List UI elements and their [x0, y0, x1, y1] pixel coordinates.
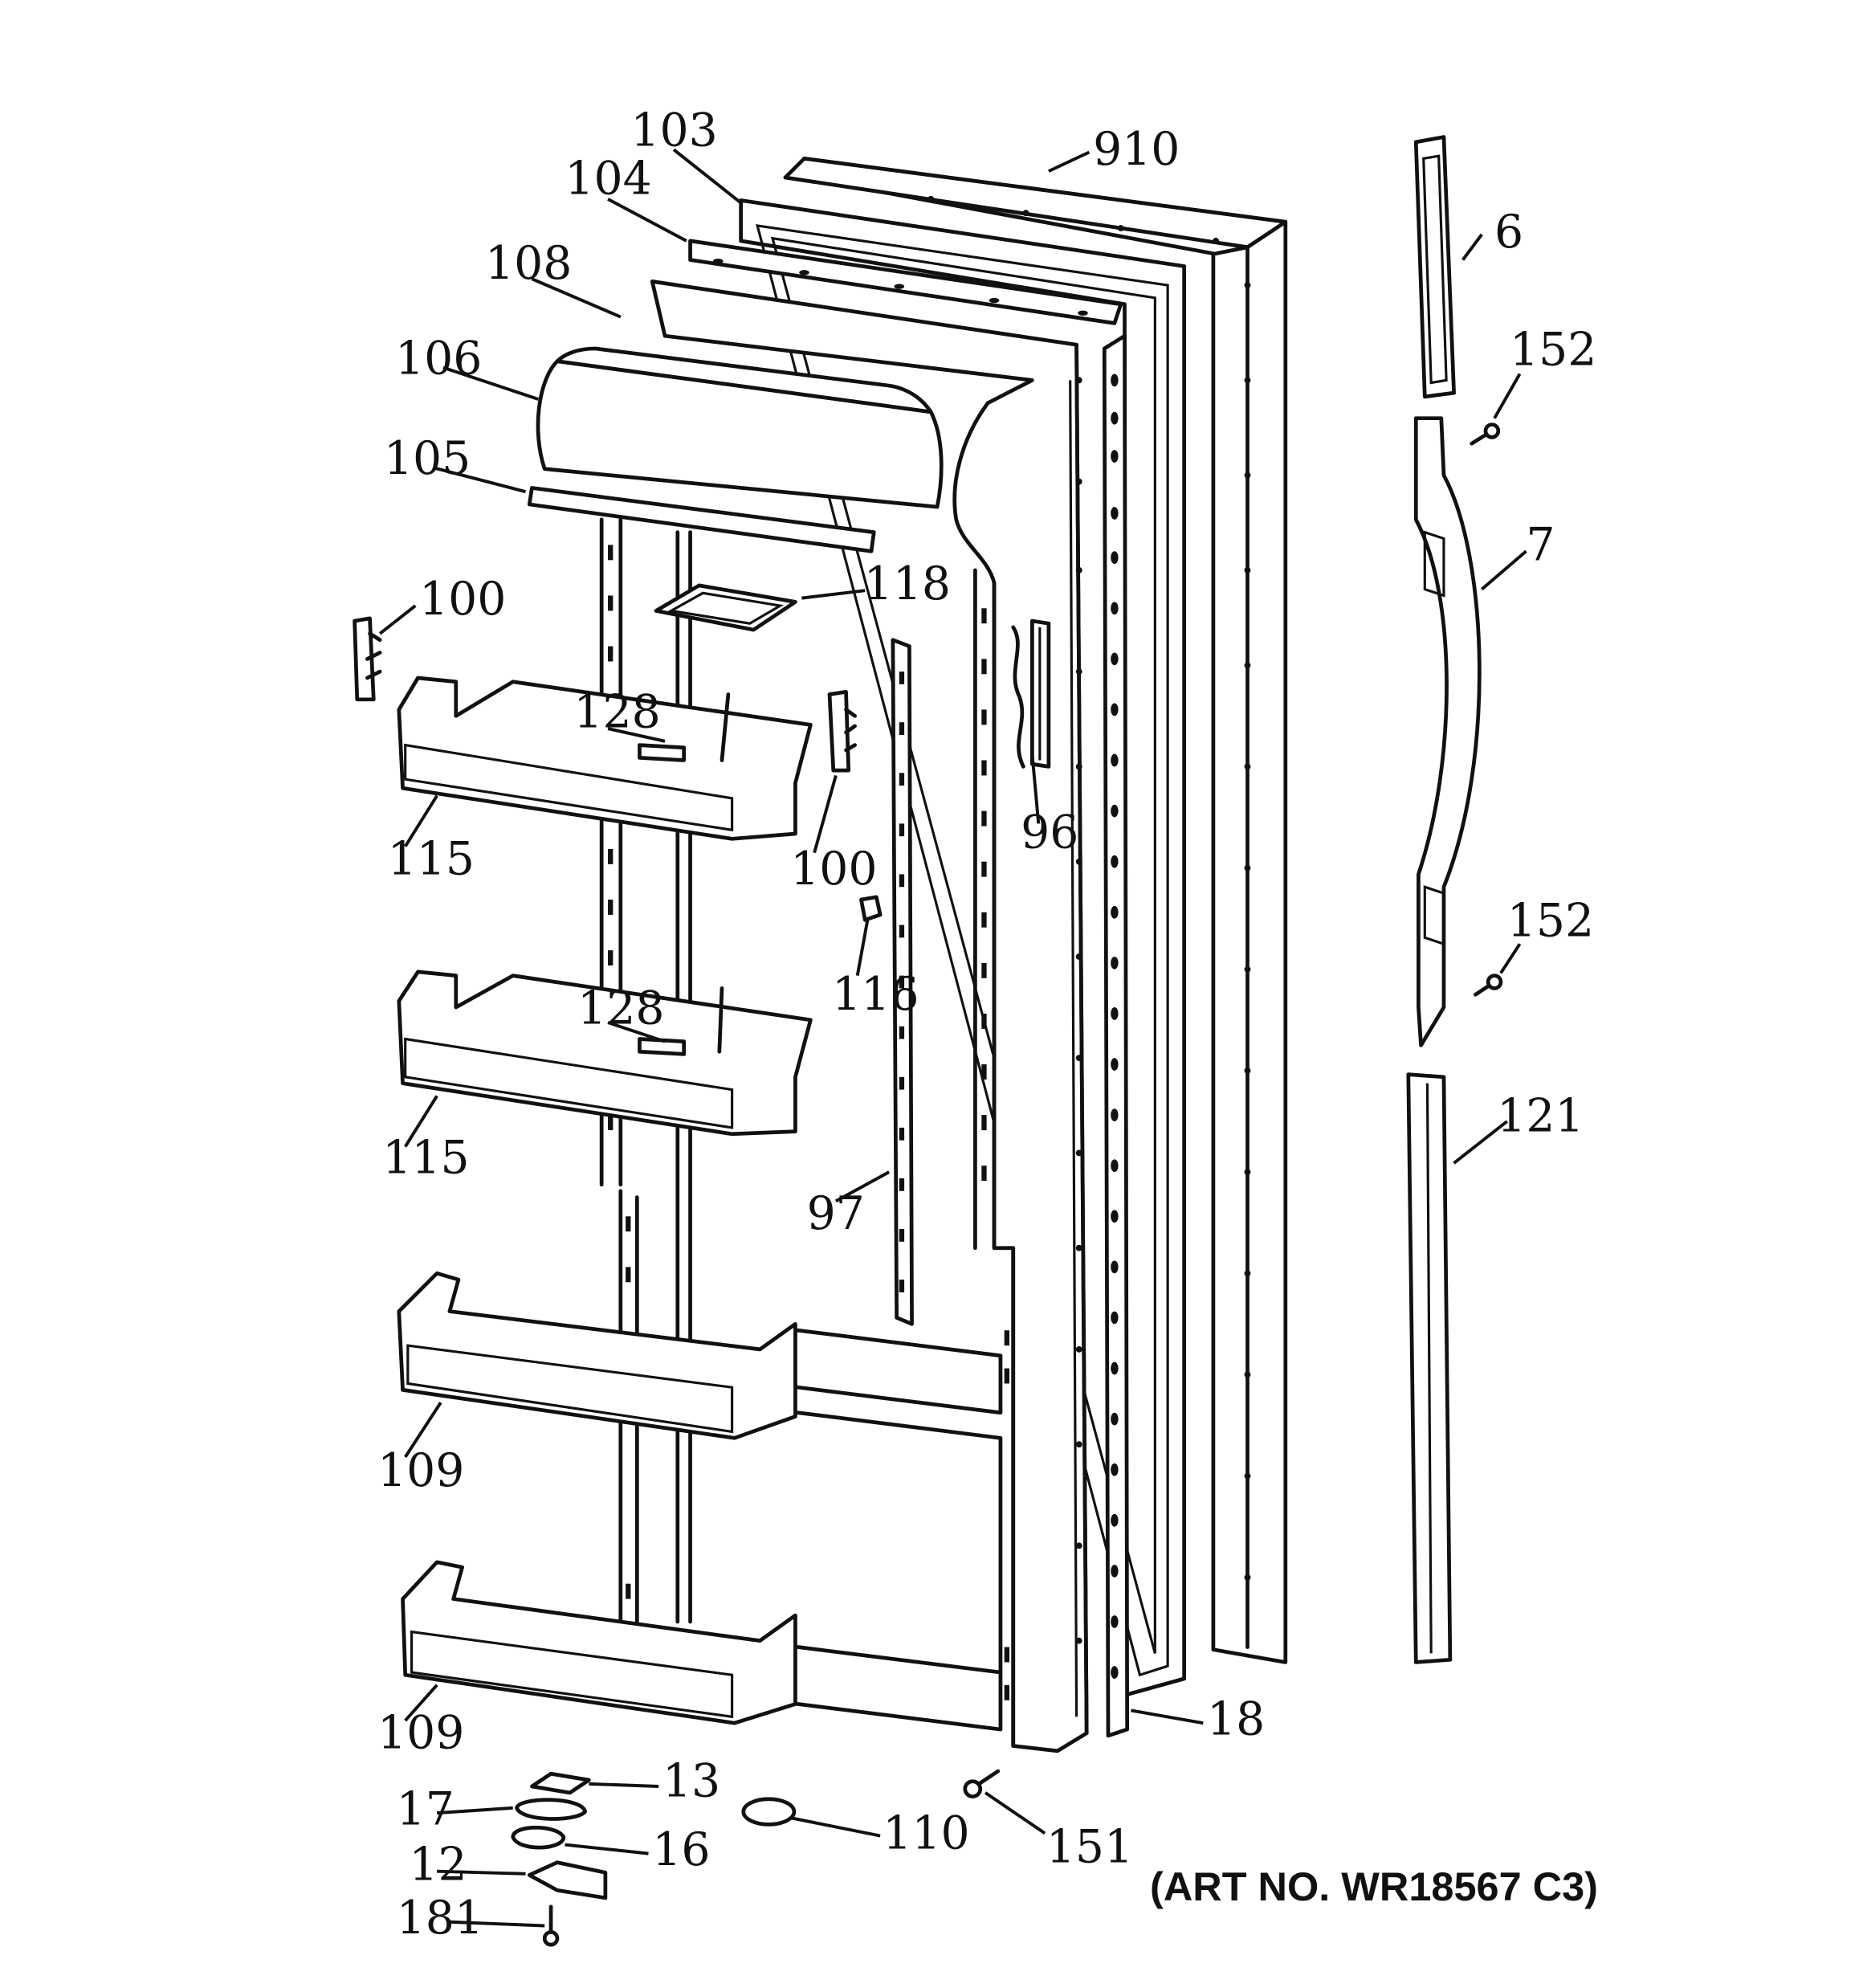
- callout-6: 6: [1494, 206, 1523, 259]
- handle-7: [1413, 416, 1482, 1047]
- callout-13: 13: [662, 1755, 720, 1808]
- callout-109-lower: 109: [377, 1444, 464, 1497]
- vertical-bracket-96: [1011, 618, 1051, 769]
- door-bin-upper: [397, 676, 813, 841]
- callout-128-middle: 128: [577, 982, 664, 1035]
- callout-116: 116: [832, 968, 919, 1021]
- callout-100-right: 100: [790, 843, 877, 896]
- callout-100-left: 100: [419, 573, 506, 626]
- small-tray: [654, 583, 797, 632]
- clip-116: [859, 895, 883, 922]
- callout-121: 121: [1497, 1090, 1584, 1143]
- callout-16: 16: [652, 1823, 710, 1876]
- top-breaker-strip: [688, 239, 1123, 325]
- screw-151: [963, 1769, 1001, 1798]
- callout-118: 118: [864, 557, 951, 610]
- callout-106: 106: [395, 332, 482, 385]
- callout-18: 18: [1207, 1692, 1265, 1745]
- callout-105: 105: [384, 432, 471, 485]
- callout-152-upper: 152: [1510, 323, 1596, 376]
- outer-door-panel: [783, 156, 1288, 1664]
- callout-12: 12: [409, 1839, 467, 1892]
- door-bin-lower: [397, 1271, 797, 1440]
- dairy-compartment-door: [527, 346, 944, 553]
- callout-115-middle: 115: [382, 1132, 469, 1185]
- screws-152: [1470, 423, 1503, 997]
- callout-7: 7: [1526, 518, 1555, 571]
- callout-152-lower: 152: [1507, 895, 1594, 948]
- door-cap-110: [741, 1797, 797, 1827]
- door-bin-middle: [397, 970, 813, 1137]
- hinge-parts: [511, 1771, 608, 1947]
- leader-lines: [378, 148, 1527, 1928]
- callout-128-upper: 128: [573, 686, 660, 739]
- callout-910: 910: [1093, 123, 1180, 176]
- callout-181: 181: [397, 1892, 483, 1945]
- callout-109-bottom: 109: [377, 1707, 464, 1760]
- callout-104: 104: [565, 153, 651, 206]
- callout-labels: 103 910 104 108 106 105 118 100 128 115 …: [377, 104, 1598, 1945]
- callout-151: 151: [1046, 1821, 1133, 1874]
- shelf-clip-left: [353, 616, 382, 702]
- shelf-clip-right: [827, 689, 857, 773]
- handle-trim-121: [1406, 1072, 1453, 1664]
- handle-cap-6: [1413, 135, 1456, 399]
- callout-96: 96: [1021, 806, 1078, 859]
- door-bin-bottom: [401, 1560, 797, 1725]
- callout-108: 108: [485, 237, 572, 290]
- callout-110: 110: [883, 1806, 969, 1859]
- art-number: (ART NO. WR18567 C3): [1150, 1863, 1598, 1909]
- callout-17: 17: [397, 1782, 455, 1835]
- callout-115-upper: 115: [388, 832, 475, 885]
- callout-103: 103: [630, 104, 717, 157]
- side-breaker-strip: [1102, 333, 1130, 1738]
- vertical-bracket-97: [891, 638, 914, 1326]
- callout-97: 97: [807, 1187, 865, 1240]
